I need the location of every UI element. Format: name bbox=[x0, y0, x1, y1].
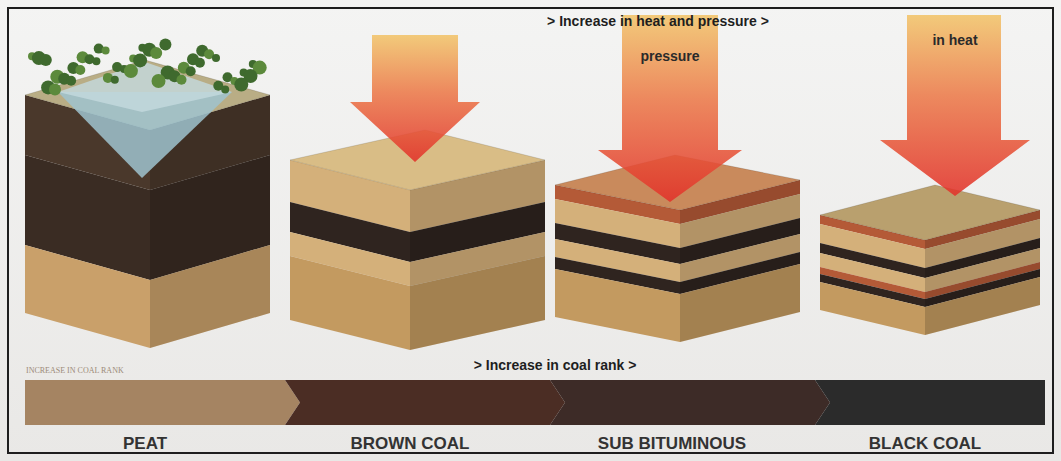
tree bbox=[49, 83, 61, 95]
tree bbox=[150, 47, 162, 59]
tree bbox=[92, 57, 100, 65]
stage-name: BLACK COAL bbox=[869, 434, 981, 454]
rank-chevron bbox=[25, 380, 300, 425]
water bbox=[58, 62, 232, 112]
rock-layer bbox=[555, 269, 680, 342]
rank-chevron bbox=[550, 380, 830, 425]
rock-block bbox=[820, 185, 1040, 335]
tree bbox=[212, 54, 220, 62]
arrow-label: pressure bbox=[640, 48, 699, 64]
stage-name: BROWN COAL bbox=[351, 434, 470, 454]
tree bbox=[177, 75, 187, 85]
tree bbox=[159, 39, 171, 51]
tree bbox=[133, 53, 147, 67]
rock-layer bbox=[290, 256, 410, 350]
tree bbox=[195, 58, 205, 68]
shade bbox=[410, 160, 545, 350]
coal-rank-band bbox=[25, 380, 1045, 425]
tree bbox=[186, 66, 196, 76]
rock-layer bbox=[820, 282, 925, 335]
top-face bbox=[820, 185, 1040, 240]
stage-name: PEAT bbox=[123, 434, 167, 454]
rank-chevron bbox=[285, 380, 565, 425]
rock-layer bbox=[25, 245, 150, 348]
rank-chevron bbox=[815, 380, 1045, 425]
tree bbox=[124, 64, 138, 78]
rock-block bbox=[290, 130, 545, 350]
heat-pressure-heading: > Increase in heat and pressure > bbox=[547, 13, 769, 29]
band-caption: INCREASE IN COAL RANK bbox=[26, 366, 124, 375]
rank-heading: > Increase in coal rank > bbox=[474, 357, 637, 373]
tree bbox=[40, 54, 52, 66]
tree bbox=[66, 76, 76, 86]
tree bbox=[102, 47, 110, 55]
tree bbox=[234, 78, 248, 92]
tree bbox=[75, 65, 85, 75]
tree bbox=[221, 85, 229, 93]
arrow-label: in heat bbox=[932, 32, 977, 48]
tree bbox=[152, 74, 166, 88]
tree bbox=[111, 76, 119, 84]
rock-blocks bbox=[25, 39, 1040, 350]
rock-block bbox=[25, 39, 270, 348]
pressure-arrows bbox=[350, 15, 1030, 202]
frame bbox=[8, 8, 1053, 453]
stage-name: SUB BITUMINOUS bbox=[598, 434, 746, 454]
